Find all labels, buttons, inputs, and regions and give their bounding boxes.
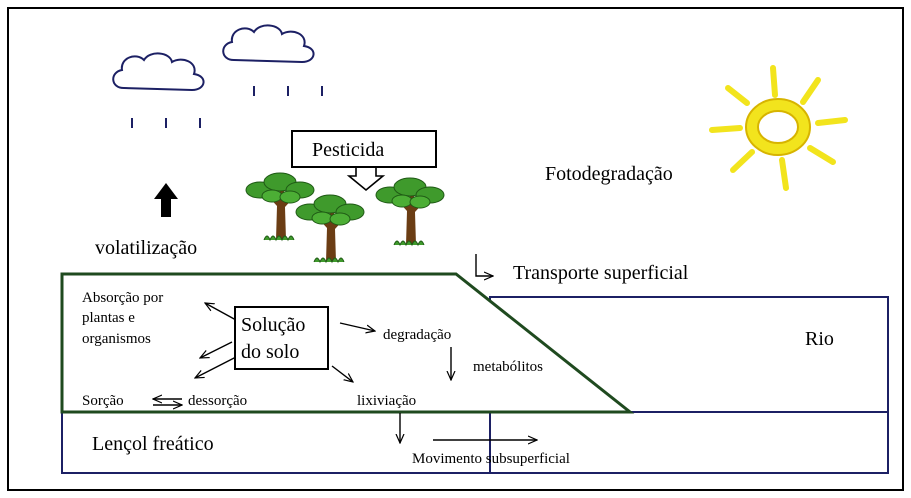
metabolites-label: metabólitos — [473, 359, 543, 375]
plant-absorption-label: Absorção por plantas e organismos — [82, 290, 164, 347]
desorption-label: dessorção — [188, 393, 248, 409]
pesticide-box: Pesticida — [291, 130, 437, 168]
river-label: Rio — [805, 328, 834, 350]
photodegradation-label: Fotodegradação — [545, 163, 673, 185]
outer-frame — [7, 7, 904, 491]
surface-transport-label: Transporte superficial — [513, 262, 689, 284]
cloud-icon — [222, 24, 315, 64]
soil-solution-label-line1: Solução — [241, 314, 306, 336]
process-arrows — [153, 303, 537, 443]
surface-transport-arrow — [475, 254, 493, 276]
groundwater-label: Lençol freático — [92, 433, 214, 455]
pesticide-label: Pesticida — [312, 139, 385, 161]
sorption-label: Sorção — [82, 393, 124, 409]
up-arrow-icon — [154, 183, 178, 217]
soil-solution-label-line2: do solo — [241, 341, 300, 363]
cloud-icon — [112, 52, 205, 91]
volatilization-label: volatilização — [95, 237, 198, 259]
callout-arrow-icon — [346, 165, 386, 192]
subsurface-movement-label: Movimento subsuperficial — [412, 451, 570, 467]
sun-icon — [709, 65, 848, 191]
tree-icon — [375, 177, 445, 246]
rain-drops-icon — [131, 86, 323, 128]
soil-solution-box: Solução do solo — [234, 306, 329, 370]
degradation-label: degradação — [383, 327, 452, 343]
tree-icon — [295, 194, 365, 263]
leaching-label: lixiviação — [357, 393, 417, 409]
